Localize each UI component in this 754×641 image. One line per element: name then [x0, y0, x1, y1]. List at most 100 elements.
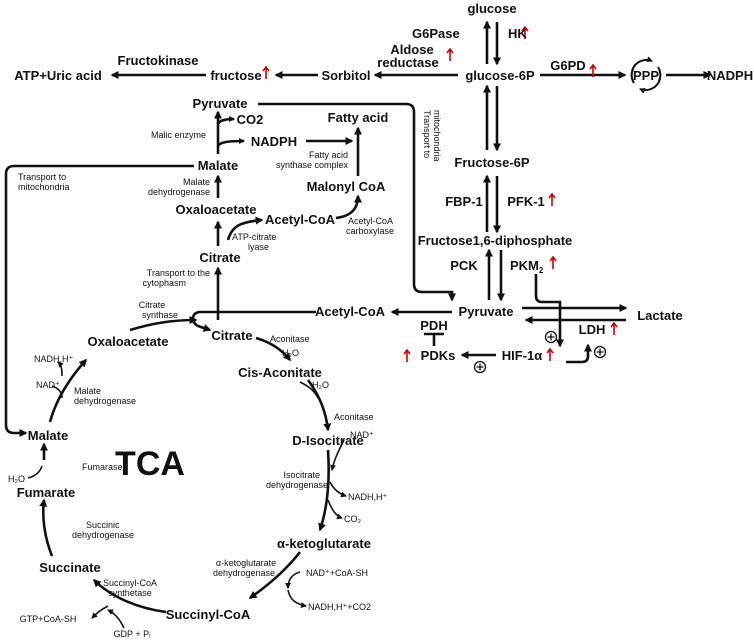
label-fumarase: Fumarase [82, 462, 123, 472]
label-acc-2: carboxylase [346, 226, 394, 236]
circled-plus-icon [544, 330, 558, 344]
red-up-arrow-icon [546, 348, 554, 362]
enzyme-aldose-1: Aldose [390, 42, 433, 57]
node-alpha-ketoglutarate: α-ketoglutarate [277, 536, 371, 551]
label-atp-citrate-1: ATP-citrate [232, 232, 276, 242]
edge-citrate-to-acetylcoa [226, 216, 264, 241]
edge-hif-to-ldh [566, 343, 592, 364]
label-h2o-1: H₂O [282, 348, 299, 358]
node-succinate: Succinate [39, 560, 100, 575]
edge-succinylcoa-to-succinate [92, 578, 167, 614]
red-up-arrow-icon [446, 48, 454, 62]
enzyme-g6pase: G6Pase [412, 26, 460, 41]
label-nad-coa: NAD⁺+CoA-SH [306, 568, 368, 578]
node-succinyl-coa: Succinyl-CoA [166, 607, 251, 622]
node-pdks: PDKs [421, 348, 456, 363]
node-oxaloacetate-tca: Oxaloacetate [88, 334, 169, 349]
label-acc-1: Acetyl-CoA [348, 216, 393, 226]
label-sdh-2: dehydrogenase [72, 530, 134, 540]
label-gtp: GTP+CoA-SH [20, 614, 77, 624]
red-up-arrow-icon [262, 66, 270, 80]
label-atp-citrate-2: lyase [248, 242, 269, 252]
node-fructose-16-diphosphate: Fructose1,6-diphosphate [418, 233, 573, 248]
node-fatty-acid: Fatty acid [328, 110, 389, 125]
node-fructose: fructose [210, 68, 261, 83]
edge-scs-out-gtp [91, 605, 109, 619]
label-mito-1: Transport to [422, 110, 432, 158]
edge-pyruvate-transport-mito [258, 102, 456, 302]
edge-malate-to-oxaloacetate [48, 358, 88, 423]
enzyme-pck: PCK [450, 258, 478, 273]
label-malate-dh-top-2: dehydrogenase [148, 187, 210, 197]
edge-gdp-into-scs [107, 609, 125, 629]
label-scs-1: Succinyl-CoA [103, 578, 157, 588]
enzyme-pkm2: PKM2 [510, 258, 544, 275]
edge-mdh-out-nadh [57, 361, 64, 377]
edge-pkm2-to-hif [534, 274, 564, 348]
edge-akg-to-succinylcoa [248, 551, 302, 600]
node-sorbitol: Sorbitol [321, 68, 370, 83]
label-h2o-2: H₂O [312, 380, 329, 390]
node-citrate-top: Citrate [199, 250, 240, 265]
label-cytoplasm-2: cytophasm [142, 278, 186, 288]
label-citrate-synthase-2: synthase [142, 310, 178, 320]
node-malonyl-coa: Malonyl CoA [307, 179, 386, 194]
label-gdp: GDP + Pᵢ [113, 629, 150, 639]
label-transport-left-1: Transport to [18, 172, 66, 182]
edge-h2o-into-cis [299, 381, 319, 399]
edge-succinate-to-fumarate [39, 498, 54, 557]
label-nadh-1: NADH,H⁺ [348, 492, 388, 502]
label-nadh-co2: NADH,H⁺+CO2 [308, 602, 371, 612]
node-hif-1a: HIF-1α [502, 348, 543, 363]
label-aconitase-1: Aconitase [270, 334, 310, 344]
node-co2-top: CO2 [237, 112, 264, 127]
label-aconitase-2: Aconitase [334, 412, 374, 422]
node-ldh: LDH [579, 322, 606, 337]
node-pdh: PDH [420, 318, 447, 333]
label-citrate-synthase-1: Citrate [139, 300, 166, 310]
node-fructose-6p: Fructose-6P [454, 155, 529, 170]
node-malate-top: Malate [198, 158, 238, 173]
annotation-labels: Transport to mitochondria Transport to m… [8, 110, 442, 639]
label-fas-2: synthase complex [276, 160, 349, 170]
edge-acetylcoa-to-malonyl [335, 194, 362, 220]
enzyme-fbp1: FBP-1 [445, 194, 483, 209]
edge-malic-to-nadph [216, 138, 245, 147]
label-co2-tca: CO₂ [344, 514, 362, 524]
pathway-edges [4, 20, 712, 629]
label-transport-left-2: mitochondria [18, 182, 70, 192]
label-cytoplasm-1: Transport to the [147, 268, 210, 278]
circled-plus-icon [473, 360, 487, 374]
label-isocitrate-dh-1: Isocitrate [283, 470, 320, 480]
label-malic-enzyme: Malic enzyme [151, 130, 206, 140]
label-malate-dh-tca-1: Malate [74, 386, 101, 396]
label-scs-2: synthetase [108, 588, 152, 598]
node-d-isocitrate: D-Isocitrate [292, 433, 364, 448]
enzyme-pfk1: PFK-1 [507, 194, 545, 209]
label-nad-2: NAD⁺ [36, 380, 60, 390]
node-lactate: Lactate [637, 308, 683, 323]
label-mito-2: mitochondria [432, 110, 442, 162]
enzyme-aldose-2: reductase [377, 55, 438, 70]
edge-citrate-to-cisaconitate [255, 336, 292, 362]
node-glucose-6p: glucose-6P [465, 68, 535, 83]
red-up-arrow-icon [610, 322, 618, 336]
activation-markers [473, 330, 607, 374]
edge-nad-into-idh [330, 439, 345, 471]
edge-idh-out-co2 [327, 499, 343, 520]
red-up-arrow-icon [403, 349, 411, 363]
node-malate-tca: Malate [28, 428, 68, 443]
node-citrate-tca: Citrate [211, 328, 252, 343]
node-acetylcoa-mid: Acetyl-CoA [315, 304, 386, 319]
red-up-arrow-icon [548, 193, 556, 207]
node-cis-aconitate: Cis-Aconitate [238, 365, 322, 380]
enzyme-g6pd: G6PD [550, 58, 585, 73]
edge-h2o-into-fumarase [27, 465, 43, 479]
circled-plus-icon [593, 345, 607, 359]
node-glucose: glucose [467, 1, 516, 16]
label-akg-dh-2: dehydrogenase [213, 568, 275, 578]
node-nadph-left: NADPH [251, 134, 297, 149]
edge-disocitrate-to-akg [318, 449, 331, 532]
edge-cisaconitate-to-disocitrate [306, 379, 332, 432]
